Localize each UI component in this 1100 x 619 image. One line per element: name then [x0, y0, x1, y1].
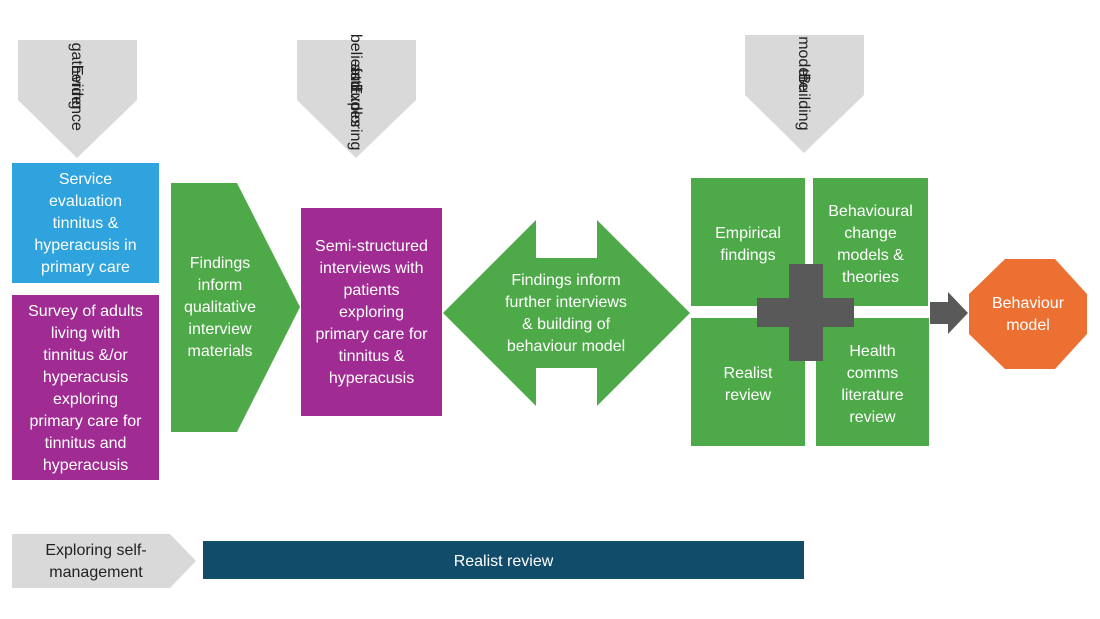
- further-interviews-label: Findings inform further interviews & build…: [505, 272, 627, 355]
- label-line: Semi-structured: [315, 238, 428, 255]
- label-line: interview: [188, 321, 252, 338]
- phase-exploring-attitudes-label: Exploringattitudesandbeliefs: [348, 34, 365, 150]
- health-comms-box: [816, 318, 929, 446]
- self-management-label: Exploring self-management: [45, 542, 146, 581]
- label-line: exploring: [53, 391, 118, 408]
- label-line: hyperacusis: [43, 369, 128, 386]
- label-line: inform: [198, 277, 242, 294]
- empirical-findings-label: Empirical findings: [715, 225, 781, 264]
- health-comms-label: Health comms literature review: [841, 343, 903, 426]
- label-line: exploring: [339, 304, 404, 321]
- label-line: tinnitus &: [339, 348, 405, 365]
- further-interviews-double-arrow: [443, 220, 690, 406]
- phase-building-model-label: Buildingthemodel: [796, 36, 813, 130]
- label-line: evaluation: [49, 193, 122, 210]
- label-line: behaviour model: [507, 338, 625, 355]
- plus-sign-icon: [757, 264, 854, 361]
- label-line: Exploring self-: [45, 542, 146, 559]
- label-line: Realist: [724, 365, 773, 382]
- label-line: review: [849, 409, 896, 426]
- phase-evidence-gathering-arrow: [18, 40, 137, 158]
- phase-exploring-attitudes-arrow: [297, 40, 416, 158]
- label-line: hyperacusis: [329, 370, 414, 387]
- label-line: beliefs: [348, 34, 365, 80]
- behavioural-change-box: [813, 178, 928, 306]
- arrow-right-icon: [930, 292, 968, 334]
- behaviour-model-octagon: [969, 259, 1087, 369]
- semi-structured-interviews-box: [301, 208, 442, 416]
- label-line: findings: [720, 247, 775, 264]
- label-line: review: [725, 387, 772, 404]
- label-line: tinnitus &: [53, 215, 119, 232]
- semi-structured-interviews-label: Semi-structured interviews with patients ex…: [315, 238, 428, 387]
- label-line: management: [49, 564, 143, 581]
- label-line: & building of: [522, 316, 611, 333]
- label-line: materials: [188, 343, 253, 360]
- label-line: hyperacusis in: [34, 237, 136, 254]
- label-line: the: [796, 69, 813, 91]
- findings-inform-label: Findings inform qualitative interview materi…: [184, 255, 256, 360]
- self-management-arrow: [12, 534, 196, 588]
- label-line: Exploring: [348, 84, 365, 151]
- label-line: primary care for: [315, 326, 428, 343]
- label-line: Behavioural: [828, 203, 913, 220]
- label-line: model: [796, 36, 813, 80]
- label-line: literature: [841, 387, 903, 404]
- label-line: comms: [847, 365, 899, 382]
- label-line: Health: [849, 343, 895, 360]
- label-line: attitudes: [348, 67, 365, 127]
- label-line: Findings: [190, 255, 250, 272]
- label-line: Findings inform: [511, 272, 620, 289]
- phase-building-model-arrow: [745, 35, 864, 153]
- label-line: gathering: [69, 43, 86, 110]
- label-line: change: [844, 225, 897, 242]
- label-line: qualitative: [184, 299, 256, 316]
- label-line: Evidence: [69, 65, 86, 131]
- label-line: patients: [343, 282, 399, 299]
- label-line: tinnitus and: [45, 435, 127, 452]
- service-evaluation-label: Service evaluation tinnitus & hyperacusis i…: [34, 171, 136, 276]
- realist-review-bar: [203, 541, 804, 579]
- label-line: and: [348, 64, 365, 91]
- label-line: Service: [59, 171, 112, 188]
- label-line: Empirical: [715, 225, 781, 242]
- empirical-findings-box: [691, 178, 805, 306]
- behavioural-change-label: Behavioural change models & theories: [828, 203, 913, 286]
- label-line: hyperacusis: [43, 457, 128, 474]
- label-line: Behaviour: [992, 295, 1065, 312]
- findings-inform-arrow: [171, 183, 300, 432]
- label-line: Survey of adults: [28, 303, 143, 320]
- label-line: models &: [837, 247, 904, 264]
- survey-box: [12, 295, 159, 480]
- label-line: primary care for: [29, 413, 142, 430]
- realist-review-bar-label: Realist review: [454, 553, 554, 570]
- survey-label: Survey of adults living with tinnitus &/or…: [28, 303, 143, 474]
- behaviour-model-label: Behaviour model: [992, 295, 1065, 334]
- realist-review-label: Realist review: [724, 365, 773, 404]
- phase-evidence-gathering-label: Evidencegathering: [69, 43, 86, 131]
- label-line: living with: [51, 325, 120, 342]
- label-line: model: [1006, 317, 1050, 334]
- service-evaluation-box: [12, 163, 159, 283]
- label-line: tinnitus &/or: [43, 347, 128, 364]
- realist-review-box: [691, 318, 805, 446]
- label-line: Building: [796, 74, 813, 131]
- label-line: theories: [842, 269, 899, 286]
- label-line: interviews with: [319, 260, 423, 277]
- label-line: further interviews: [505, 294, 627, 311]
- label-line: primary care: [41, 259, 130, 276]
